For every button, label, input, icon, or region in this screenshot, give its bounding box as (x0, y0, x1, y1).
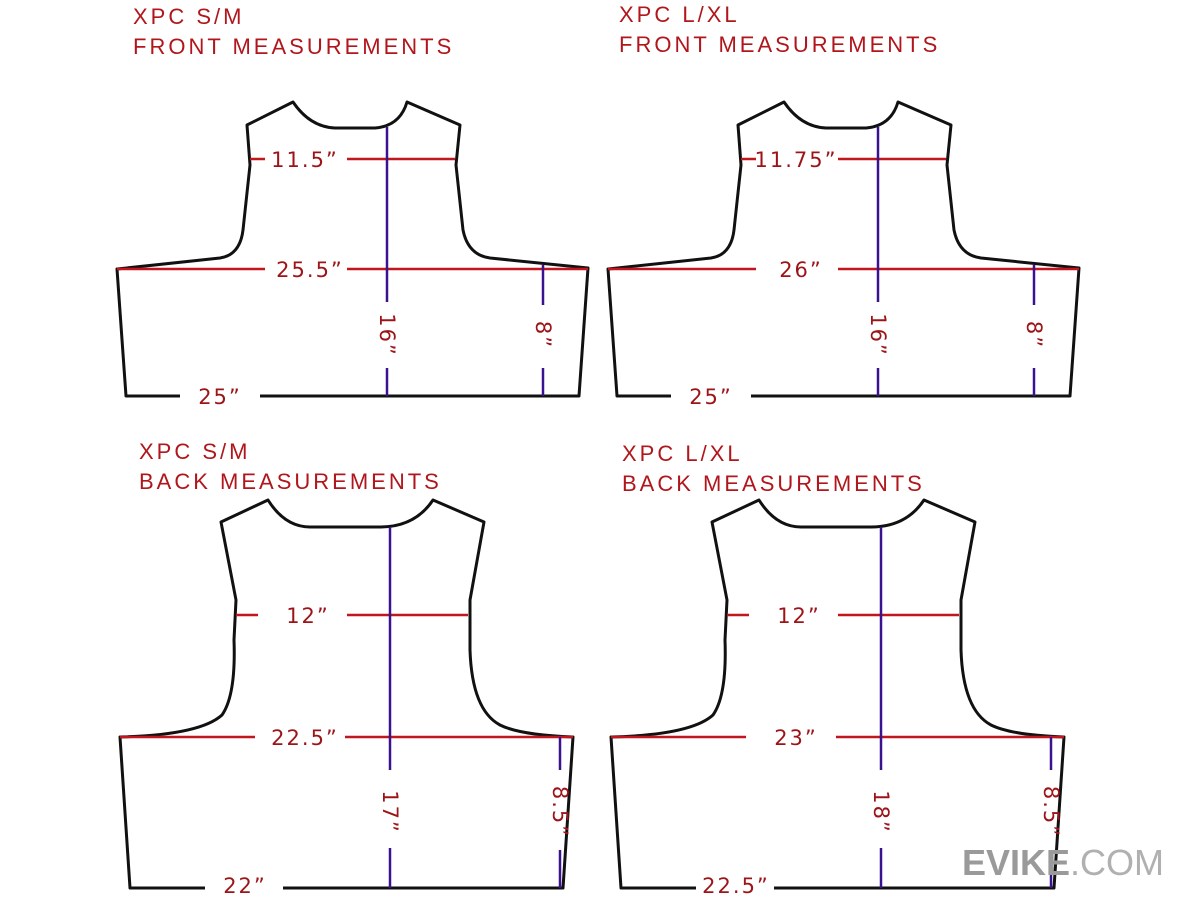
bottom-label: 25” (198, 385, 242, 409)
chest-label: 11.5” (271, 148, 339, 172)
bottom-label: 22.5” (702, 874, 770, 898)
back-lxl-title: XPC L/XL BACK MEASUREMENTS (622, 439, 925, 499)
watermark-suffix: .COM (1070, 842, 1165, 883)
watermark-brand: EVIKE (962, 842, 1071, 883)
title-view: BACK MEASUREMENTS (139, 469, 442, 494)
title-view: BACK MEASUREMENTS (622, 471, 925, 496)
back-sm-panel: 12” 22.5” 22” 17” 8.5” (118, 498, 575, 898)
chest-label: 11.75” (755, 148, 838, 172)
back-lxl-panel: 12” 23” 22.5” 18” 8.5” (609, 498, 1066, 898)
width-label: 23” (774, 726, 818, 750)
width-label: 22.5” (271, 726, 339, 750)
title-size: XPC L/XL (619, 2, 740, 27)
vest-outline (118, 498, 575, 890)
vest-outline (115, 100, 590, 398)
side-label: 8” (531, 321, 555, 349)
width-label: 25.5” (276, 258, 344, 282)
side-label: 8.5” (1039, 786, 1063, 838)
vest-outline (609, 498, 1066, 890)
length-label: 18” (869, 790, 893, 834)
length-label: 16” (375, 313, 399, 357)
chest-label: 12” (777, 604, 821, 628)
length-label: 17” (378, 790, 402, 834)
title-view: FRONT MEASUREMENTS (619, 32, 941, 57)
front-sm-title: XPC S/M FRONT MEASUREMENTS (133, 2, 454, 62)
side-label: 8.5” (548, 786, 572, 838)
title-size: XPC S/M (133, 4, 245, 29)
bottom-label: 25” (689, 385, 733, 409)
side-label: 8” (1022, 321, 1046, 349)
bottom-label: 22” (223, 874, 267, 898)
title-view: FRONT MEASUREMENTS (133, 34, 455, 59)
front-sm-panel: 11.5” 25.5” 25” 16” 8” (115, 100, 590, 409)
width-label: 26” (779, 258, 823, 282)
evike-watermark: EVIKE.COM (962, 842, 1164, 884)
back-sm-title: XPC S/M BACK MEASUREMENTS (139, 437, 442, 497)
front-lxl-panel: 11.75” 26” 25” 16” 8” (606, 100, 1081, 409)
front-lxl-title: XPC L/XL FRONT MEASUREMENTS (619, 0, 940, 60)
length-label: 16” (866, 313, 890, 357)
title-size: XPC S/M (139, 439, 251, 464)
vest-outline (606, 100, 1081, 398)
chest-label: 12” (286, 604, 330, 628)
title-size: XPC L/XL (622, 441, 743, 466)
